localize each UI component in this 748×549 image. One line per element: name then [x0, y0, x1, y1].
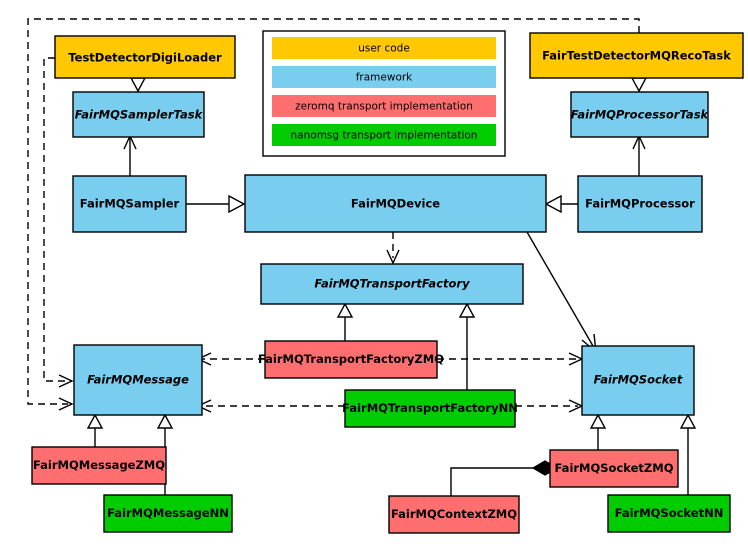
node-rect-fairmq-sampler[interactable]	[72, 175, 187, 233]
edge-tfnn-tf	[458, 302, 476, 390]
edge-socketnn-socket	[679, 413, 697, 495]
edge-digiloader-samplertask	[129, 77, 147, 93]
edge-digiloader-to-message	[43, 57, 74, 388]
node-fairmq-processor[interactable]: FairMQProcessor	[577, 175, 703, 233]
node-rect-fairmq-sampler-task[interactable]	[72, 91, 205, 138]
legend-swatch-nanomsg	[272, 124, 496, 146]
edge-layer	[27, 18, 697, 496]
edge-socketzmq-socket	[589, 413, 607, 450]
node-rect-fairmq-socket[interactable]	[581, 345, 695, 416]
node-fairmq-processor-task[interactable]: FairMQProcessorTask	[570, 91, 710, 138]
node-fairmq-message-nn[interactable]: FairMQMessageNN	[103, 494, 233, 533]
node-rect-fairmq-message-nn[interactable]	[103, 494, 233, 533]
edge-recotask-to-message	[27, 18, 640, 411]
edge-contextzmq-socketzmq	[450, 460, 559, 496]
legend: user code framework zeromq transport imp…	[262, 30, 506, 157]
edge-recotask-processortask	[630, 77, 648, 93]
node-rect-fairmq-message[interactable]	[73, 344, 203, 416]
edge-tfnn-socket	[515, 399, 584, 413]
edge-tfzmq-socket	[437, 352, 584, 366]
edge-tfzmq-message	[196, 352, 265, 366]
node-rect-fairmq-message-zmq[interactable]	[31, 446, 167, 485]
node-rect-fairmq-processor[interactable]	[577, 175, 703, 233]
node-fairmq-transport-factory[interactable]: FairMQTransportFactory	[260, 263, 524, 305]
legend-swatch-user-code	[272, 37, 496, 59]
node-fairmq-socket-nn[interactable]: FairMQSocketNN	[607, 494, 731, 533]
node-fairmq-transport-factory-nn[interactable]: FairMQTransportFactoryNN	[342, 389, 518, 428]
node-fairmq-sampler[interactable]: FairMQSampler	[72, 175, 187, 233]
node-fairmq-message-zmq[interactable]: FairMQMessageZMQ	[31, 446, 167, 485]
node-rect-fairmq-processor-task[interactable]	[570, 91, 709, 138]
edge-processor-processortask	[632, 134, 646, 176]
node-fairmq-socket-zmq[interactable]: FairMQSocketZMQ	[549, 449, 679, 488]
node-fairmq-context-zmq[interactable]: FairMQContextZMQ	[388, 495, 520, 534]
node-fairmq-sampler-task[interactable]: FairMQSamplerTask	[72, 91, 205, 138]
node-rect-fairmq-socket-zmq[interactable]	[549, 449, 679, 488]
node-rect-fairmq-transport-factory-zmq[interactable]	[264, 340, 438, 379]
node-rect-fairmq-device[interactable]	[244, 174, 547, 233]
legend-swatch-zeromq	[272, 95, 496, 117]
edge-messagezmq-message	[86, 413, 104, 447]
node-rect-fairmq-transport-factory-nn[interactable]	[344, 389, 516, 428]
node-fairmq-message[interactable]: FairMQMessage	[73, 344, 203, 416]
legend-item-user-code: user code	[272, 37, 496, 59]
node-rect-fair-test-detector-mq-reco-task[interactable]	[529, 32, 744, 79]
edge-sampler-samplertask	[123, 134, 137, 176]
edge-tfnn-message	[196, 399, 345, 413]
node-fairmq-device[interactable]: FairMQDevice	[244, 174, 547, 233]
node-test-detector-digi-loader[interactable]: TestDetectorDigiLoader	[54, 35, 236, 79]
edge-sampler-device	[186, 194, 246, 214]
node-fairmq-socket[interactable]: FairMQSocket	[581, 345, 695, 416]
node-rect-test-detector-digi-loader[interactable]	[54, 35, 236, 79]
edge-device-transportfactory	[386, 232, 400, 265]
node-rect-fairmq-context-zmq[interactable]	[388, 495, 520, 534]
edge-processor-device	[544, 194, 578, 214]
edge-device-socket	[526, 231, 597, 354]
node-rect-fairmq-socket-nn[interactable]	[607, 494, 731, 533]
node-fairmq-transport-factory-zmq[interactable]: FairMQTransportFactoryZMQ	[258, 340, 444, 379]
legend-item-nanomsg: nanomsg transport implementation	[272, 124, 496, 146]
legend-item-framework: framework	[272, 66, 496, 88]
legend-swatch-framework	[272, 66, 496, 88]
edge-tfzmq-tf	[336, 302, 354, 341]
legend-item-zeromq: zeromq transport implementation	[272, 95, 496, 117]
node-fair-test-detector-mq-reco-task[interactable]: FairTestDetectorMQRecoTask	[529, 32, 744, 79]
node-rect-fairmq-transport-factory[interactable]	[260, 263, 524, 305]
